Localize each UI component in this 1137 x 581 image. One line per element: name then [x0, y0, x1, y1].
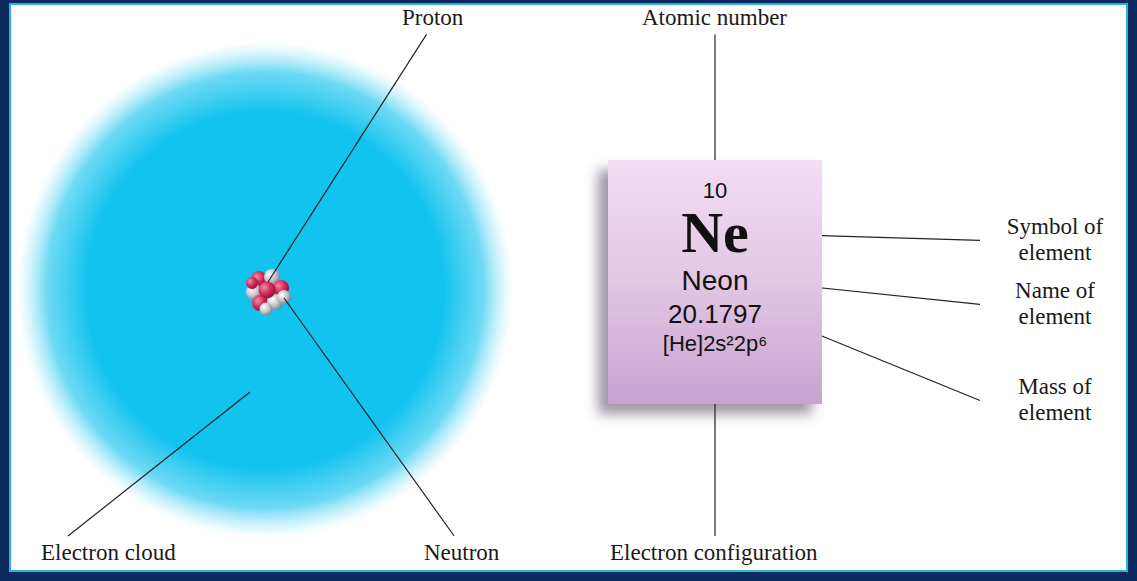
proton-sphere: [246, 277, 258, 289]
atomic-number: 10: [703, 178, 727, 203]
callout-label: Proton: [402, 5, 463, 31]
callout-label: Name of element: [985, 278, 1125, 331]
callout-label: Symbol of element: [985, 214, 1125, 267]
atomic-mass: 20.1797: [668, 298, 762, 331]
callout-label: Atomic number: [642, 5, 787, 31]
leader-line: [284, 298, 454, 536]
proton-sphere: [259, 282, 276, 299]
callout-label: Neutron: [424, 540, 499, 566]
callout-label: Mass of element: [985, 374, 1125, 427]
element-symbol: Ne: [681, 203, 749, 264]
callout-label: Electron configuration: [610, 540, 818, 566]
element-name: Neon: [682, 264, 749, 298]
nucleus: [246, 269, 291, 316]
leader-line: [68, 392, 250, 536]
neutron-sphere: [260, 303, 273, 316]
leader-line: [268, 34, 427, 282]
callout-label: Electron cloud: [41, 540, 176, 566]
electron-configuration: [He]2s²2p⁶: [663, 330, 767, 359]
element-tile: 10NeNeon20.1797[He]2s²2p⁶: [608, 160, 822, 404]
neutron-sphere: [277, 290, 291, 304]
leader-line: [714, 34, 715, 179]
electron-cloud: [17, 42, 513, 538]
